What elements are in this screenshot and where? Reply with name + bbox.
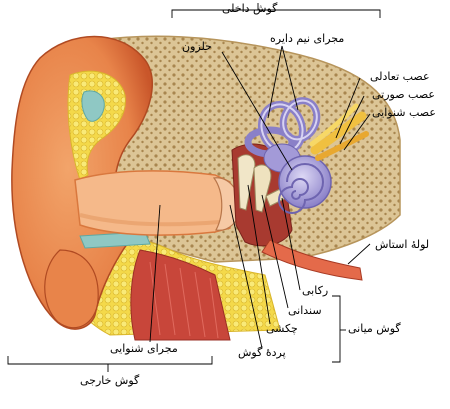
- eustachian-tube: [261, 239, 363, 281]
- label-cochlea: حلزون: [182, 40, 212, 53]
- label-inner-ear: گوش داخلی: [222, 2, 278, 15]
- label-stapes: رکابی: [302, 284, 329, 297]
- label-malleus: چکشی: [266, 322, 298, 335]
- label-eardrum: پردهٔ گوش: [238, 346, 286, 359]
- label-incus: سندانی: [288, 304, 322, 317]
- label-vestibular-nerve: عصب تعادلی: [370, 70, 430, 83]
- label-middle-ear: گوش میانی: [348, 322, 401, 335]
- auricle-cartilage-blue: [81, 90, 105, 122]
- muscle-fibers: [149, 261, 219, 339]
- label-eustachian-tube: لولهٔ استاش: [375, 238, 430, 251]
- ear-canal-shadow: [79, 213, 221, 227]
- leader-lines: [7, 3, 381, 372]
- malleus-shape: [237, 154, 256, 211]
- label-outer-ear: گوش خارجی: [80, 374, 140, 387]
- muscle: [130, 249, 231, 341]
- ear-canal: [74, 170, 231, 236]
- cochlea-shape: [278, 155, 332, 214]
- label-facial-nerve: عصب صورتی: [372, 88, 435, 101]
- incus-shape: [253, 164, 272, 213]
- eardrum: [212, 177, 241, 231]
- earlobe: [44, 249, 99, 329]
- label-ear-canal: مجرای شنوایی: [110, 342, 178, 355]
- label-auditory-nerve: عصب شنوایی: [372, 106, 436, 119]
- label-semicircular-canals: مجرای نیم دایره: [270, 32, 345, 45]
